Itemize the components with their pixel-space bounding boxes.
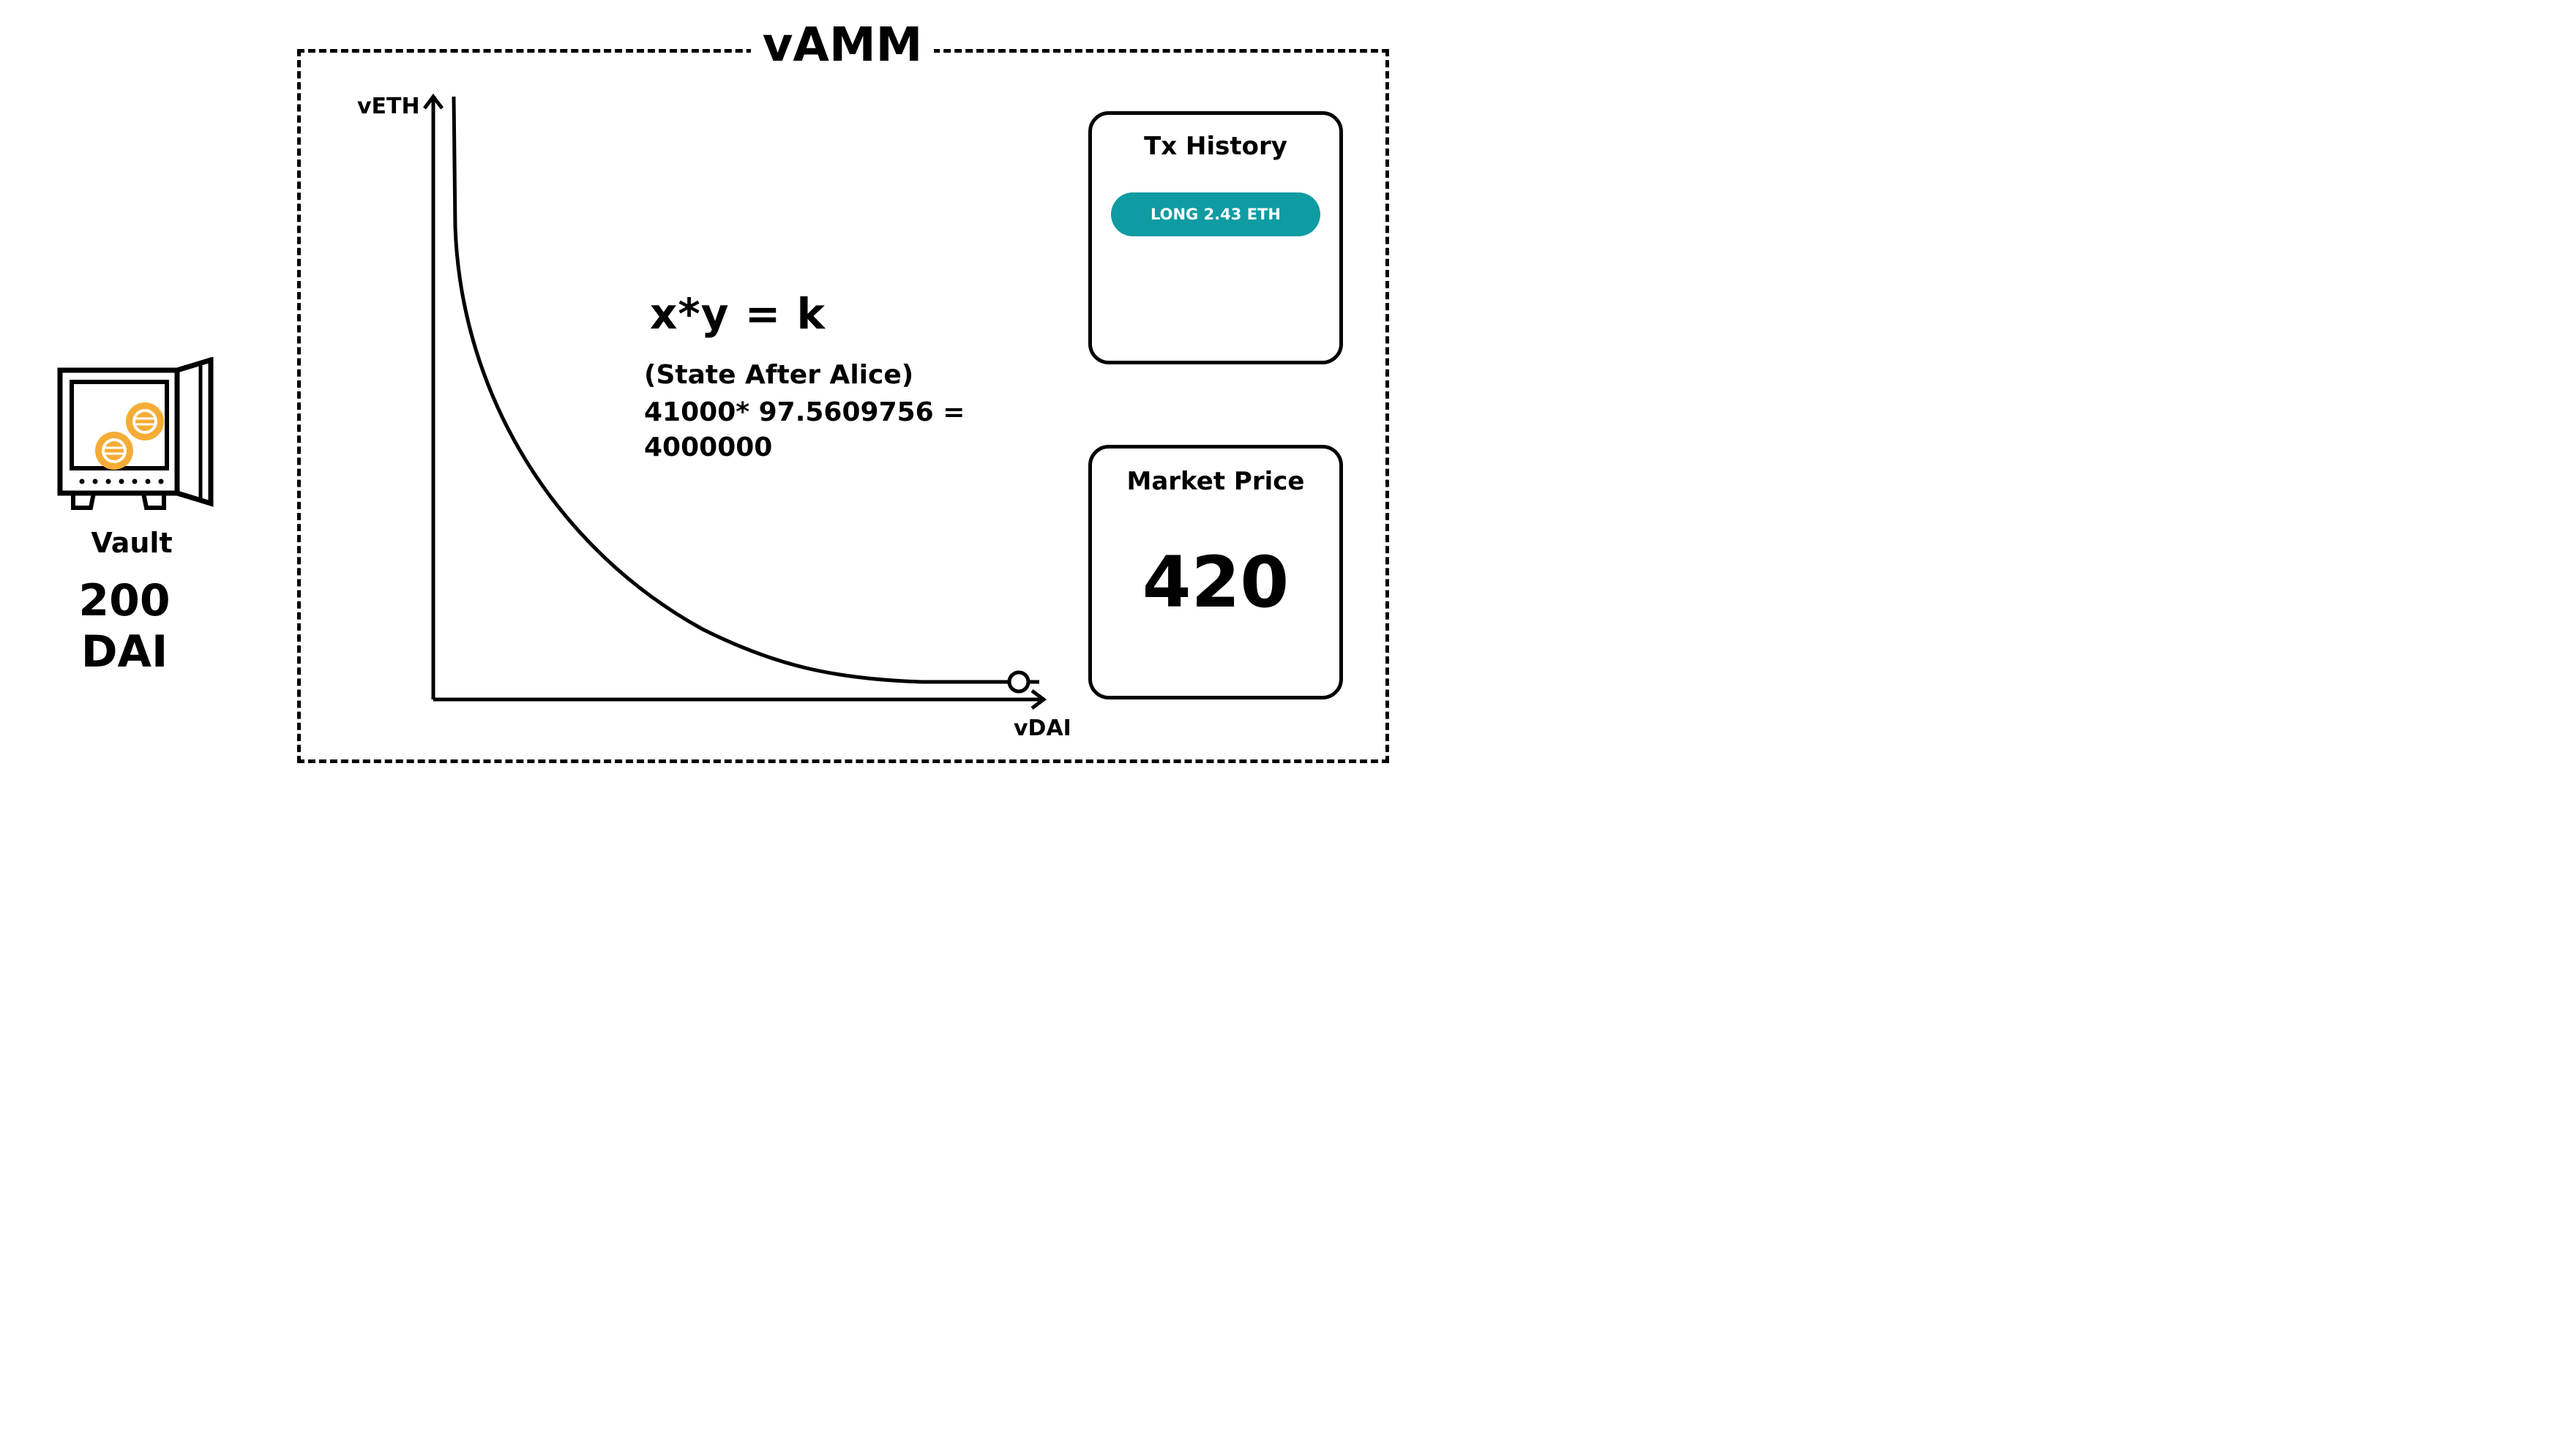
market-price-title: Market Price — [1126, 467, 1305, 496]
y-axis-label: vETH — [357, 94, 420, 119]
dai-coin-icon — [126, 402, 164, 440]
tx-history-entry: LONG 2.43 ETH — [1111, 192, 1320, 236]
vault-icon — [57, 357, 214, 510]
vault-label: Vault — [91, 527, 173, 559]
market-price-value: 420 — [1142, 541, 1290, 623]
dai-coin-icon — [95, 432, 133, 470]
current-state-marker — [1007, 670, 1030, 694]
vamm-title: vAMM — [751, 16, 934, 75]
x-axis-label: vDAI — [1014, 716, 1071, 741]
x-axis-arrow — [1030, 689, 1047, 710]
state-equation: 41000* 97.5609756 = 4000000 — [644, 397, 965, 462]
state-caption: (State After Alice) — [644, 360, 914, 390]
tx-history-title: Tx History — [1144, 132, 1287, 161]
y-axis-arrow — [423, 93, 444, 110]
vault-balance: 200 DAI — [78, 575, 171, 678]
constant-product-formula: x*y = k — [650, 289, 826, 339]
market-price-card — [1088, 445, 1343, 699]
xyk-curve — [452, 96, 1032, 684]
bonding-curve-chart — [423, 93, 1047, 710]
tx-history-card — [1088, 111, 1343, 364]
